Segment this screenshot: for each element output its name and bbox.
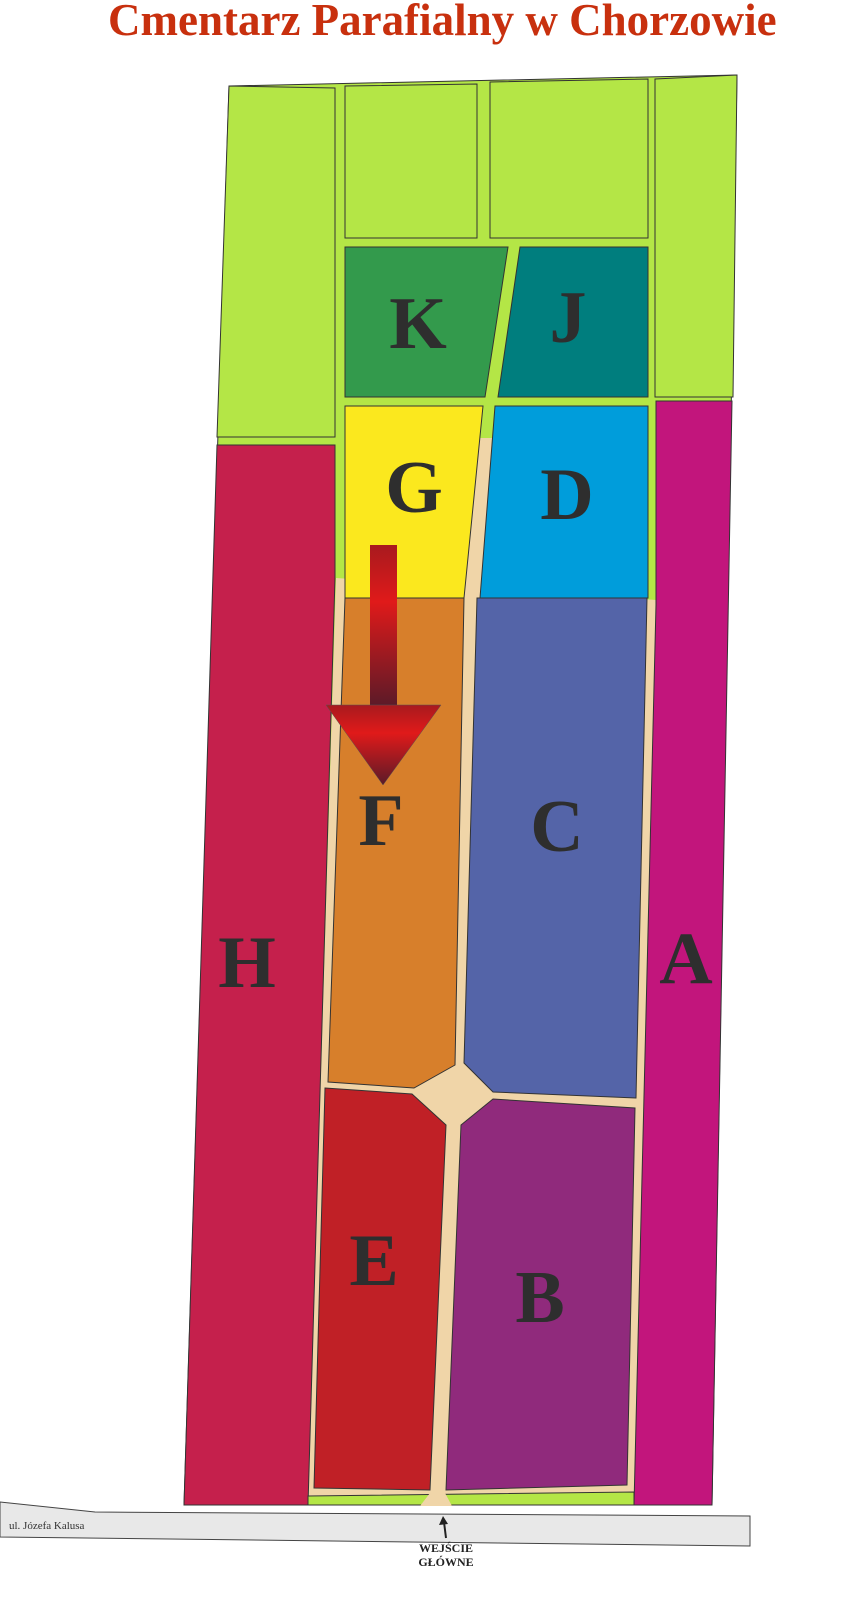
entrance-arrow-icon — [439, 1516, 448, 1539]
green-strip-right — [654, 74, 738, 398]
section-b[interactable] — [445, 1098, 636, 1491]
section-a[interactable] — [633, 400, 733, 1506]
section-c[interactable] — [463, 597, 648, 1099]
section-k-label: K — [389, 283, 447, 365]
map-title: Cmentarz Parafialny w Chorzowie — [108, 0, 777, 45]
section-f-label: F — [358, 780, 403, 862]
section-b-label: B — [515, 1257, 564, 1339]
green-plot-top-right — [489, 78, 649, 239]
section-h-label: H — [218, 922, 276, 1004]
section-g-label: G — [385, 447, 443, 529]
section-j-label: J — [550, 277, 587, 359]
section-d[interactable] — [479, 405, 649, 599]
entrance-label-line1: WEJŚCIE — [419, 1541, 473, 1555]
entrance-label-line2: GŁÓWNE — [418, 1555, 473, 1569]
entrance-path — [420, 1493, 452, 1506]
green-strip-bottom — [307, 1491, 635, 1506]
green-plot-top-left — [344, 83, 478, 239]
section-j[interactable] — [497, 246, 649, 398]
green-strip-left — [216, 85, 336, 438]
street — [0, 1501, 751, 1547]
direction-arrow-icon — [325, 545, 442, 786]
section-h[interactable] — [183, 444, 336, 1506]
section-k[interactable] — [344, 246, 509, 398]
street-name: ul. Józefa Kalusa — [9, 1520, 85, 1532]
section-e[interactable] — [313, 1087, 447, 1491]
section-e-label: E — [349, 1220, 398, 1302]
side-path — [464, 438, 492, 598]
section-a-label: A — [659, 918, 712, 1000]
section-c-label: C — [530, 786, 583, 868]
section-d-label: D — [540, 454, 593, 536]
